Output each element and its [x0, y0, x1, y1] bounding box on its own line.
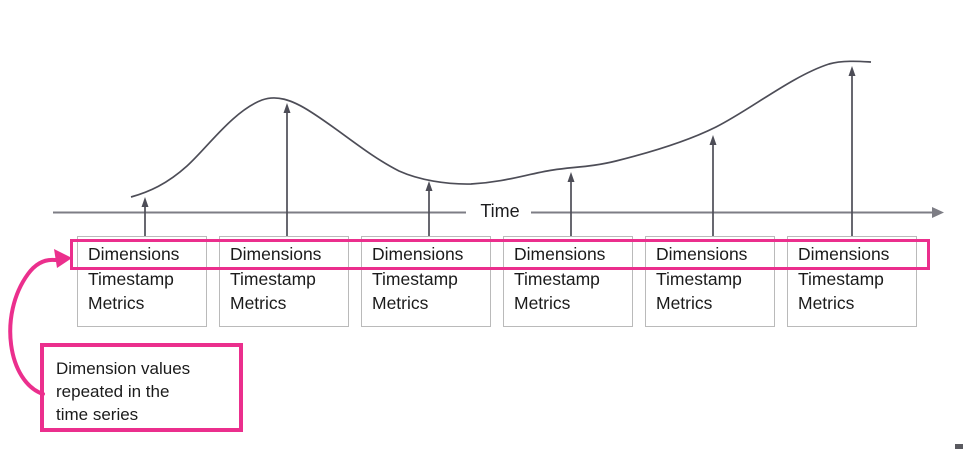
record-box: Dimensions Timestamp Metrics: [787, 236, 917, 327]
value-arrowheads: [141, 66, 856, 207]
record-field-dimensions: Dimensions: [230, 244, 322, 264]
value-arrows: [144, 73, 853, 238]
callout-note: Dimension values repeated in the time se…: [40, 343, 243, 432]
up-arrow-icon: [425, 181, 433, 191]
record-field-metrics: Metrics: [372, 293, 429, 313]
record-field-metrics: Metrics: [798, 293, 855, 313]
record-box: Dimensions Timestamp Metrics: [77, 236, 207, 327]
record-field-timestamp: Timestamp: [88, 268, 174, 289]
record-field-timestamp: Timestamp: [514, 268, 600, 289]
record-field-metrics: Metrics: [230, 293, 287, 313]
time-axis-label: Time: [480, 201, 520, 221]
up-arrow-icon: [283, 103, 291, 113]
record-field-dimensions: Dimensions: [514, 244, 606, 264]
record-box: Dimensions Timestamp Metrics: [503, 236, 633, 327]
right-arrow-icon: [54, 249, 72, 268]
callout-line: time series: [56, 405, 139, 424]
record-box: Dimensions Timestamp Metrics: [645, 236, 775, 327]
screen-artifact: [955, 444, 963, 449]
record-field-dimensions: Dimensions: [88, 244, 180, 264]
up-arrow-icon: [141, 197, 149, 207]
callout-line: repeated in the: [56, 382, 170, 401]
record-field-dimensions: Dimensions: [656, 244, 748, 264]
record-field-dimensions: Dimensions: [798, 244, 890, 264]
record-field-timestamp: Timestamp: [656, 268, 742, 289]
record-field-metrics: Metrics: [514, 293, 571, 313]
dimensions-row-highlight: [70, 239, 930, 270]
callout-line: Dimension values: [56, 359, 191, 378]
up-arrow-icon: [848, 66, 856, 76]
up-arrow-icon: [709, 135, 717, 145]
time-series-curve: [130, 60, 872, 198]
record-field-timestamp: Timestamp: [798, 268, 884, 289]
record-field-timestamp: Timestamp: [230, 268, 316, 289]
callout-arrow: [8, 257, 57, 396]
axis-arrowhead-icon: [932, 207, 944, 218]
up-arrow-icon: [567, 172, 575, 182]
record-field-dimensions: Dimensions: [372, 244, 464, 264]
record-field-metrics: Metrics: [656, 293, 713, 313]
record-field-timestamp: Timestamp: [372, 268, 458, 289]
record-box: Dimensions Timestamp Metrics: [219, 236, 349, 327]
record-field-metrics: Metrics: [88, 293, 145, 313]
record-box: Dimensions Timestamp Metrics: [361, 236, 491, 327]
